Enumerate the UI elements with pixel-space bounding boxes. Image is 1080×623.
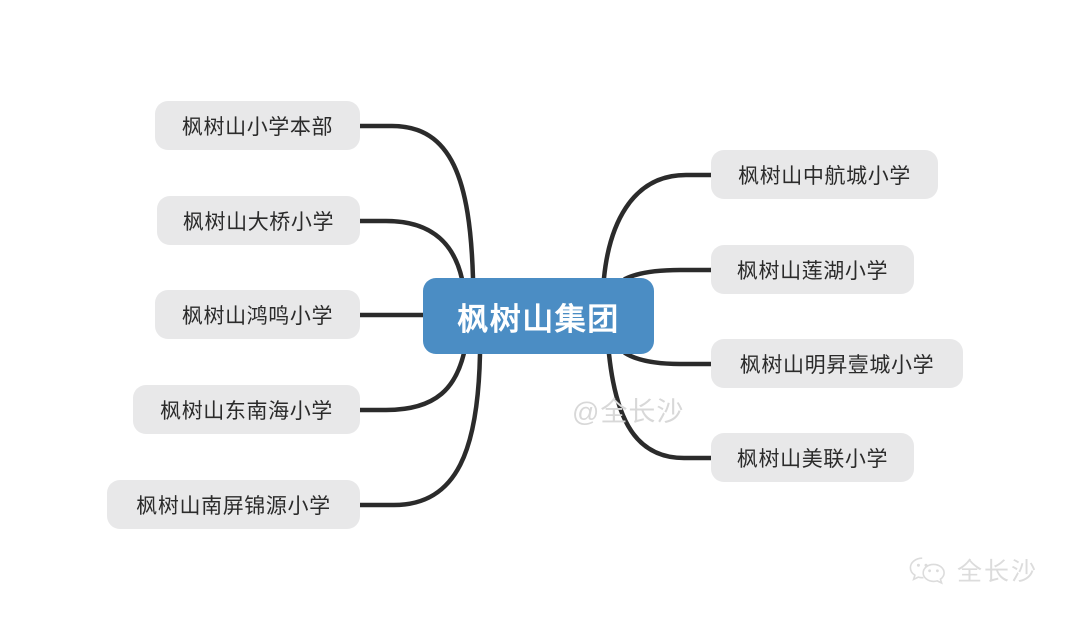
branch-label: 枫树山莲湖小学 <box>736 259 889 283</box>
edge-to-left-5 <box>357 351 483 508</box>
branch-node-right-4[interactable]: 枫树山美联小学 <box>711 433 914 482</box>
brand-watermark: 全长沙 <box>908 552 1038 588</box>
center-node[interactable]: 枫树山集团 <box>423 278 654 354</box>
branch-node-right-2[interactable]: 枫树山莲湖小学 <box>711 245 914 294</box>
watermark-center: @全长沙 <box>572 397 685 427</box>
branch-node-right-3[interactable]: 枫树山明昇壹城小学 <box>711 339 963 388</box>
edge-to-right-1 <box>601 172 714 281</box>
branch-label: 枫树山中航城小学 <box>738 164 911 188</box>
branch-node-left-2[interactable]: 枫树山大桥小学 <box>157 196 360 245</box>
edge-to-right-3 <box>622 350 714 367</box>
branch-label: 枫树山大桥小学 <box>182 210 335 234</box>
branch-label: 枫树山明昇壹城小学 <box>739 353 935 377</box>
branch-node-left-3[interactable]: 枫树山鸿鸣小学 <box>155 290 360 339</box>
branch-label: 枫树山南屏锦源小学 <box>136 494 331 518</box>
branch-label: 枫树山小学本部 <box>181 115 334 139</box>
edge-to-left-2 <box>357 218 465 282</box>
branch-node-right-1[interactable]: 枫树山中航城小学 <box>711 150 938 199</box>
branch-label: 枫树山鸿鸣小学 <box>181 304 334 328</box>
branch-label: 枫树山美联小学 <box>736 447 889 471</box>
branch-node-left-1[interactable]: 枫树山小学本部 <box>155 101 360 150</box>
branch-label: 枫树山东南海小学 <box>160 399 333 423</box>
edge-to-left-4 <box>357 350 467 413</box>
branch-node-left-5[interactable]: 枫树山南屏锦源小学 <box>107 480 360 529</box>
edge-to-left-1 <box>357 123 476 281</box>
branch-node-left-4[interactable]: 枫树山东南海小学 <box>133 385 360 434</box>
brand-text: 全长沙 <box>957 558 1039 586</box>
center-node-label: 枫树山集团 <box>457 301 620 337</box>
wechat-icon <box>909 557 945 585</box>
